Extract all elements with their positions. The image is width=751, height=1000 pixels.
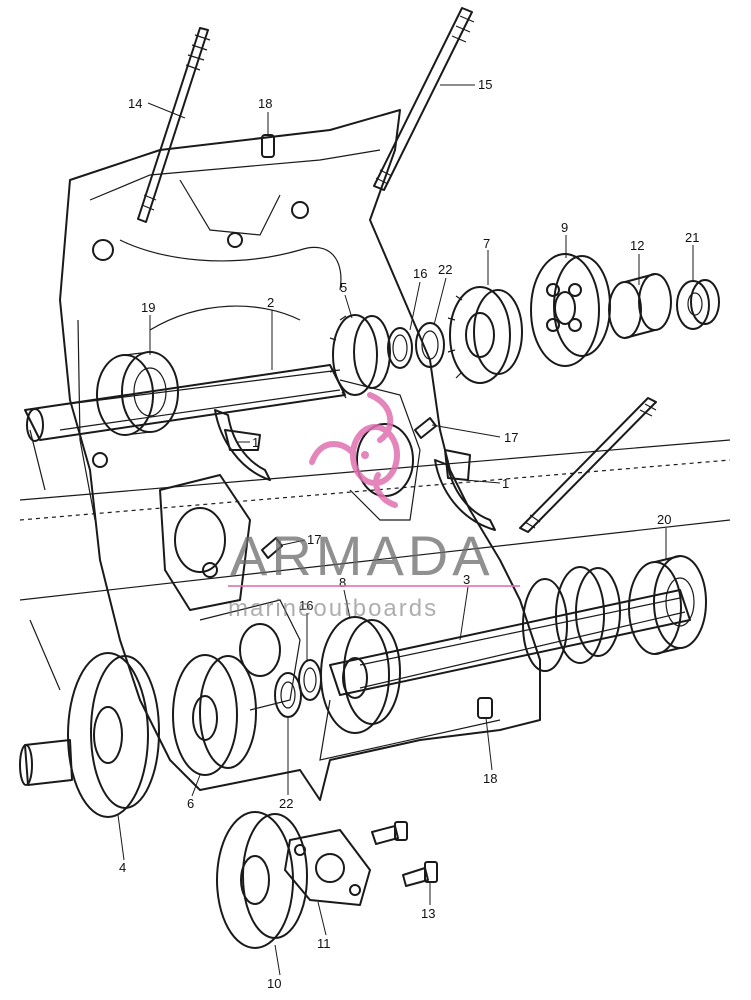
reference-lines xyxy=(19,429,731,691)
crankcase xyxy=(59,109,541,801)
callout-8: 8 xyxy=(339,575,346,590)
dowel-18-lower xyxy=(477,697,493,719)
callout-10: 10 xyxy=(267,976,281,991)
watermark-brand: ARMADA xyxy=(230,524,494,587)
callout-18-lower: 18 xyxy=(483,771,497,786)
callout-labels: 14 18 15 7 9 12 21 16 22 5 19 2 1 17 1 2… xyxy=(119,77,699,991)
callout-11: 11 xyxy=(317,936,331,951)
leader-lines xyxy=(117,84,694,976)
callout-3: 3 xyxy=(463,572,470,587)
callout-4: 4 xyxy=(119,860,126,875)
callout-6: 6 xyxy=(187,796,194,811)
gear-4 xyxy=(19,652,160,818)
watermark-tagline: marineoutboards xyxy=(228,595,438,622)
washer-22-upper xyxy=(415,322,445,368)
callout-22-upper: 22 xyxy=(438,262,452,277)
callout-12: 12 xyxy=(630,238,644,253)
callout-18-upper: 18 xyxy=(258,96,272,111)
callout-16-upper: 16 xyxy=(413,266,427,281)
callout-1-lower: 1 xyxy=(502,476,509,491)
screw-13-lower xyxy=(402,861,438,887)
callout-22-lower: 22 xyxy=(279,796,293,811)
bearing-20 xyxy=(628,555,707,655)
watermark-logo-icon xyxy=(309,392,400,508)
washer-22-lower xyxy=(274,672,302,718)
callout-2: 2 xyxy=(267,295,274,310)
callout-7: 7 xyxy=(483,236,490,251)
dowel-17-lower xyxy=(261,537,283,559)
callout-21: 21 xyxy=(685,230,699,245)
callout-9: 9 xyxy=(561,220,568,235)
circlip-16-lower xyxy=(298,659,322,701)
needle-bearing-12 xyxy=(608,273,672,339)
callout-15: 15 xyxy=(478,77,492,92)
callout-5: 5 xyxy=(340,280,347,295)
callout-13: 13 xyxy=(421,906,435,921)
gear-7 xyxy=(447,286,523,384)
gear-6 xyxy=(172,654,257,776)
callout-1-upper: 1 xyxy=(252,435,259,450)
bolt-14 xyxy=(137,27,211,223)
callout-19: 19 xyxy=(141,300,155,315)
callout-20: 20 xyxy=(657,512,671,527)
callout-17-upper: 17 xyxy=(504,430,518,445)
gear-3 xyxy=(522,566,621,672)
main-shaft-upper xyxy=(24,364,346,442)
bolt-right xyxy=(519,397,657,533)
gear-9 xyxy=(530,253,611,367)
watermark: ARMADA marineoutboards xyxy=(228,392,520,622)
callout-17-lower: 17 xyxy=(307,532,321,547)
screw-13-upper xyxy=(371,821,408,845)
callout-14: 14 xyxy=(128,96,142,111)
callout-16-lower: 16 xyxy=(299,598,313,613)
shift-fork-1-upper xyxy=(214,409,271,481)
plate-11 xyxy=(284,829,371,906)
bolt-15 xyxy=(373,7,475,191)
circlip-16-upper xyxy=(387,327,413,369)
bearing-21 xyxy=(676,279,720,330)
dowel-17-upper xyxy=(414,417,437,439)
gear-5 xyxy=(329,314,391,399)
